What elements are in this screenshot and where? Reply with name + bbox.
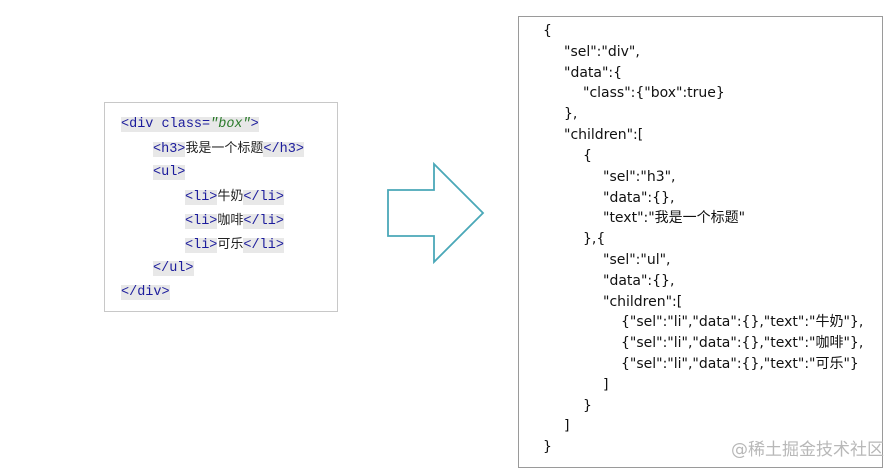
vnode-json-box: { "sel":"div", "data":{ "class":{"box":t… [518, 16, 883, 468]
json-line: {"sel":"li","data":{},"text":"咖啡"}, [621, 335, 864, 351]
code-line-ul-close: </ul> [153, 259, 194, 279]
ul-open-tag: <ul> [153, 165, 186, 180]
json-line: ] [564, 418, 570, 434]
json-line: "data":{}, [603, 273, 675, 289]
div-class-attr: class= [161, 117, 211, 132]
json-line: {"sel":"li","data":{},"text":"牛奶"}, [621, 314, 864, 330]
code-line-h3: <h3>我是一个标题</h3> [153, 139, 304, 159]
li-text: 可乐 [217, 237, 244, 252]
code-line-div-close: </div> [121, 283, 170, 303]
json-line: "children":[ [564, 127, 644, 143]
code-line-li-1: <li>牛奶</li> [185, 187, 284, 207]
html-code-box: <div class="box"> <h3>我是一个标题</h3> <ul> <… [104, 102, 338, 312]
div-class-value: "box" [210, 117, 251, 132]
h3-close-tag: </h3> [263, 142, 304, 157]
code-line-li-2: <li>咖啡</li> [185, 211, 284, 231]
json-line: "children":[ [603, 294, 683, 310]
json-line: } [543, 439, 552, 455]
ul-close-tag: </ul> [153, 261, 194, 276]
h3-open-tag: <h3> [153, 142, 186, 157]
json-line: { [583, 148, 592, 164]
json-line: "sel":"h3", [603, 169, 676, 185]
li-open-tag: <li> [185, 238, 218, 253]
json-line: "sel":"div", [564, 44, 640, 60]
li-close-tag: </li> [243, 238, 284, 253]
json-line: {"sel":"li","data":{},"text":"可乐"} [621, 356, 859, 372]
div-open-bracket: > [250, 117, 259, 132]
arrow-shape [387, 162, 485, 264]
json-line: "class":{"box":true} [583, 85, 725, 101]
json-line: "data":{}, [603, 190, 675, 206]
li-close-tag: </li> [243, 190, 284, 205]
json-line: } [583, 398, 592, 414]
right-arrow-icon [387, 162, 485, 264]
json-line: "data":{ [564, 65, 623, 81]
li-open-tag: <li> [185, 214, 218, 229]
li-open-tag: <li> [185, 190, 218, 205]
json-line: "text":"我是一个标题" [603, 210, 746, 226]
code-line-div-open: <div class="box"> [121, 115, 259, 135]
json-line: },{ [583, 231, 606, 247]
li-close-tag: </li> [243, 214, 284, 229]
h3-text: 我是一个标题 [185, 141, 264, 156]
json-line: { [543, 23, 552, 39]
watermark-text: @稀土掘金技术社区 [731, 440, 884, 460]
code-line-ul-open: <ul> [153, 163, 186, 183]
json-line: "sel":"ul", [603, 252, 671, 268]
code-line-li-3: <li>可乐</li> [185, 235, 284, 255]
div-close-tag: </div> [121, 285, 170, 300]
json-line: }, [564, 106, 578, 122]
li-text: 牛奶 [217, 189, 244, 204]
div-open-tag: <div [121, 117, 154, 132]
json-line: ] [603, 377, 609, 393]
li-text: 咖啡 [217, 213, 244, 228]
